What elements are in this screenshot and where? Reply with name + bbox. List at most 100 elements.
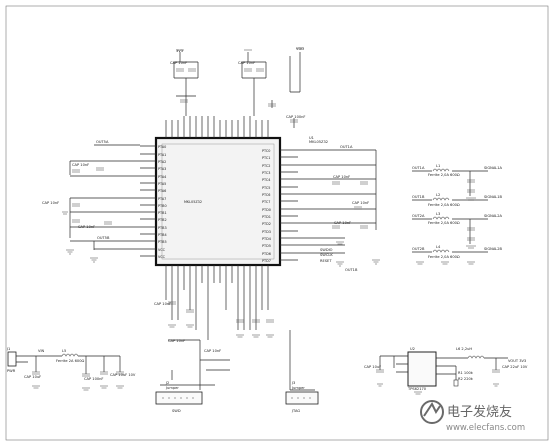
mcu-right-pins: PTC0 PTC1 PTC2 PTC3 PTC4 PTC5 PTC6 PTC7 … bbox=[262, 149, 298, 263]
mcu-part: MKL05Z32 bbox=[309, 140, 328, 144]
out-net-2: OUT1B bbox=[412, 195, 425, 199]
pin-left-9: PTB1 bbox=[158, 211, 167, 215]
out-signal-4: SIGNAL2B bbox=[484, 247, 503, 251]
output-filter-4: OUT2B L4 Ferrite 2,0A 600Ω SIGNAL2B bbox=[412, 245, 503, 259]
power-connector-label: PWR bbox=[7, 369, 16, 373]
pin-right-12: PTD4 bbox=[262, 237, 271, 241]
net-right-mid2: SWCLK bbox=[320, 253, 333, 257]
cap-bottom-1: CAP 10nF bbox=[154, 302, 171, 306]
net-right-bottom: OUT1B bbox=[345, 268, 358, 272]
watermark-url: www.elecfans.com bbox=[446, 423, 525, 433]
watermark-logo-mark bbox=[423, 402, 441, 417]
net-top-right: VDD bbox=[296, 47, 304, 51]
mcu-top-pins bbox=[165, 116, 269, 138]
regulator: U2 TPS62170 L6 2,2uH R1 100k R2 220k VOU… bbox=[364, 347, 528, 395]
power-net: VIN bbox=[38, 349, 45, 353]
out-ref-1: L1 bbox=[436, 164, 440, 168]
sheet-border bbox=[5, 5, 549, 441]
cap-bottom-2: CAP 10nF bbox=[168, 339, 185, 343]
cap-bottom-3: CAP 10nF bbox=[204, 349, 221, 353]
pin-right-7: PTC7 bbox=[262, 200, 270, 204]
out-signal-2: SIGNAL1B bbox=[484, 195, 503, 199]
out-net-3: OUT2A bbox=[412, 214, 425, 218]
out-signal-3: SIGNAL2A bbox=[484, 214, 503, 218]
pin-right-14: PTD6 bbox=[262, 252, 271, 256]
pin-right-2: PTC2 bbox=[262, 164, 270, 168]
mcu-center-label: MKL05Z32 bbox=[184, 200, 202, 204]
watermark-text: 电子发烧友 bbox=[447, 404, 512, 420]
regulator-part: TPS62170 bbox=[407, 387, 427, 391]
header-j3: J3 Jumper JTAG bbox=[285, 381, 319, 413]
pin-right-0: PTC0 bbox=[262, 149, 270, 153]
regulator-out-net: VOUT 3V3 bbox=[508, 359, 526, 363]
net-bottom-left: SWD bbox=[172, 409, 181, 413]
out-ref-2: L2 bbox=[436, 193, 440, 197]
pin-left-4: PTA4 bbox=[158, 175, 166, 179]
net-left-bottom: OUT5B bbox=[97, 236, 110, 240]
cap-right-2: CAP 10nF bbox=[352, 201, 369, 205]
pin-left-5: PTA5 bbox=[158, 182, 166, 186]
pin-left-13: PTB5 bbox=[158, 240, 167, 244]
cap-top-3: CAP 100nF bbox=[286, 115, 305, 119]
pin-left-0: PTA0 bbox=[158, 145, 166, 149]
net-left-top: OUT5A bbox=[96, 140, 109, 144]
cap-left-2: CAP 10nF bbox=[42, 201, 59, 205]
net-right-mid: SWDIO bbox=[320, 248, 333, 252]
output-filter-3: OUT2A L3 Ferrite 2,0A 600Ω SIGNAL2A bbox=[412, 212, 503, 249]
header-j3-ref: J3 bbox=[291, 381, 295, 385]
cap-right-1: CAP 10nF bbox=[333, 175, 350, 179]
pin-left-3: PTA3 bbox=[158, 167, 166, 171]
net-top: 3V3 bbox=[176, 49, 183, 53]
power-cap-2: CAP 100nF bbox=[84, 377, 103, 381]
mcu-ref: U1 bbox=[309, 136, 314, 140]
pin-left-1: PTA1 bbox=[158, 153, 166, 157]
watermark: 电子发烧友 www.elecfans.com bbox=[420, 400, 525, 433]
mcu-bottom-pins bbox=[165, 265, 269, 295]
power-input: J1 PWR L5 Ferrite 2A 600Ω VIN CAP 10uF C… bbox=[6, 347, 136, 391]
out-ref-4: L4 bbox=[436, 245, 441, 249]
pin-left-2: PTA2 bbox=[158, 160, 166, 164]
out-part-3: Ferrite 2,0A 600Ω bbox=[428, 221, 460, 225]
cap-left-3: CAP 10nF bbox=[78, 225, 95, 229]
header-j2-ref: J2 bbox=[165, 381, 169, 385]
pin-left-11: PTB3 bbox=[158, 226, 167, 230]
left-wiring: OUT5A OUT5B CAP 10nF CAP 10nF CAP 10nF bbox=[42, 140, 140, 263]
regulator-inductor: L6 2,2uH bbox=[456, 347, 472, 351]
out-part-1: Ferrite 2,0A 600Ω bbox=[428, 173, 460, 177]
power-cap-3: CAP 10uF 10V bbox=[110, 373, 136, 377]
cap-right-3: CAP 10nF bbox=[334, 221, 351, 225]
out-net-4: OUT2B bbox=[412, 247, 425, 251]
power-ferrite-part: Ferrite 2A 600Ω bbox=[56, 359, 84, 363]
pin-right-9: PTD1 bbox=[262, 215, 271, 219]
pin-right-5: PTC5 bbox=[262, 186, 270, 190]
net-right-top: OUT1A bbox=[340, 145, 353, 149]
net-right-mid3: RESET bbox=[320, 259, 332, 263]
header-j2: J2 Jumper SWD bbox=[155, 381, 203, 413]
pin-right-6: PTC6 bbox=[262, 193, 270, 197]
bottom-wiring: CAP 10nF CAP 10nF CAP 10nF bbox=[154, 283, 315, 391]
pin-right-13: PTD5 bbox=[262, 244, 271, 248]
pin-left-10: PTB2 bbox=[158, 218, 167, 222]
out-part-4: Ferrite 2,0A 600Ω bbox=[428, 255, 460, 259]
out-ref-3: L3 bbox=[436, 212, 440, 216]
pin-left-15: VCC bbox=[158, 255, 166, 259]
output-filters: OUT1A L1 Ferrite 2,0A 600Ω SIGNAL1A OUT1… bbox=[412, 164, 503, 265]
header-j3-label: Jumper bbox=[291, 386, 305, 390]
mcu-left-pins: PTA0 PTA1 PTA2 PTA3 PTA4 PTA5 PTA6 PTA7 … bbox=[140, 145, 167, 259]
cap-top-2: CAP 10nF bbox=[238, 61, 255, 65]
pin-left-6: PTA6 bbox=[158, 189, 166, 193]
regulator-ref: U2 bbox=[410, 347, 415, 351]
pin-right-11: PTD3 bbox=[262, 230, 271, 234]
pin-left-8: PTB0 bbox=[158, 204, 167, 208]
header-j2-label: Jumper bbox=[165, 386, 179, 390]
regulator-cap-in: CAP 10uF bbox=[364, 365, 381, 369]
power-connector bbox=[7, 351, 17, 367]
cap-left-1: CAP 10nF bbox=[72, 163, 89, 167]
pin-left-12: PTB4 bbox=[158, 233, 167, 237]
output-filter-1: OUT1A L1 Ferrite 2,0A 600Ω SIGNAL1A bbox=[412, 164, 503, 201]
regulator-r1: R1 100k bbox=[458, 371, 474, 375]
watermark-logo-icon bbox=[420, 400, 444, 424]
pin-left-7: PTA7 bbox=[158, 197, 166, 201]
out-part-2: Ferrite 2,0A 600Ω bbox=[428, 203, 460, 207]
out-signal-1: SIGNAL1A bbox=[484, 166, 503, 170]
